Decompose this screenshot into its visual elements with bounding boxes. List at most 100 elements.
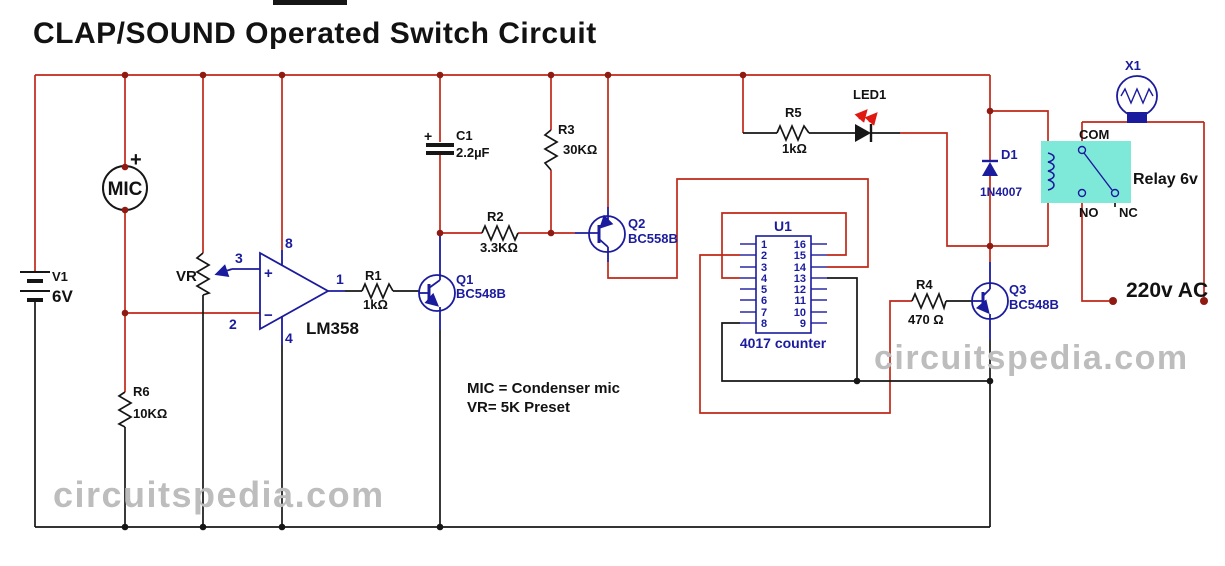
r2-ref: R2 bbox=[487, 209, 504, 224]
svg-text:10: 10 bbox=[794, 307, 806, 319]
ac-label: 220v AC bbox=[1126, 279, 1208, 302]
relay-nc-label: NC bbox=[1119, 205, 1138, 220]
q3-ref: Q3 bbox=[1009, 282, 1026, 297]
u1-pin8-ground-wire bbox=[721, 322, 991, 527]
c1-ref: C1 bbox=[456, 128, 473, 143]
r1-value: 1kΩ bbox=[363, 297, 388, 312]
opamp-pin1: 1 bbox=[336, 271, 344, 287]
u1-pin13-ground-wire bbox=[827, 277, 858, 381]
lamp-ref: X1 bbox=[1125, 58, 1141, 73]
resistor-r5: R5 1kΩ bbox=[776, 105, 810, 156]
battery-v1: V1 6V bbox=[20, 269, 73, 306]
svg-text:9: 9 bbox=[800, 318, 806, 330]
q1-ref: Q1 bbox=[456, 272, 473, 287]
svg-text:14: 14 bbox=[794, 262, 807, 274]
ac-terminal-1 bbox=[1109, 297, 1117, 305]
led1: LED1 bbox=[853, 87, 886, 142]
note-mic: MIC = Condenser mic bbox=[467, 380, 620, 397]
transistor-q2: Q2 BC558B bbox=[575, 207, 678, 262]
relay-no-label: NO bbox=[1079, 205, 1099, 220]
q2-part: BC558B bbox=[628, 231, 678, 246]
r2-value: 3.3KΩ bbox=[480, 240, 518, 255]
q1-part: BC548B bbox=[456, 286, 506, 301]
opamp-lm358: + − 8 4 3 2 1 LM358 bbox=[229, 235, 359, 346]
svg-text:16: 16 bbox=[794, 239, 806, 251]
resistor-r6: R6 10KΩ bbox=[117, 384, 167, 428]
r1-ref: R1 bbox=[365, 268, 382, 283]
notes: MIC = Condenser mic VR= 5K Preset bbox=[467, 380, 620, 416]
led-ray-2 bbox=[864, 112, 878, 126]
d1-ref: D1 bbox=[1001, 147, 1018, 162]
led-ray-1 bbox=[854, 109, 868, 123]
u1-pin-stubs bbox=[740, 243, 827, 324]
svg-text:1: 1 bbox=[761, 239, 767, 251]
battery-ref: V1 bbox=[52, 269, 68, 284]
svg-text:3: 3 bbox=[761, 262, 767, 274]
q3-part: BC548B bbox=[1009, 297, 1059, 312]
u1-pin-numbers: 1 2 3 4 5 6 7 8 16 15 14 13 12 11 10 9 bbox=[761, 239, 807, 330]
u1-ref: U1 bbox=[774, 218, 792, 234]
r5-ref: R5 bbox=[785, 105, 802, 120]
vr-preset: VR bbox=[176, 252, 260, 296]
black-wires bbox=[34, 132, 1116, 528]
relay-blade bbox=[1083, 152, 1113, 191]
d1-part: 1N4007 bbox=[980, 185, 1022, 199]
clock-wire-q2-to-pin14 bbox=[607, 178, 869, 279]
ac-terminal-2 bbox=[1200, 297, 1208, 305]
capacitor-c1: + C1 2.2µF bbox=[424, 128, 490, 160]
c1-value: 2.2µF bbox=[456, 145, 490, 160]
c1-plus: + bbox=[424, 128, 432, 144]
svg-text:12: 12 bbox=[794, 284, 806, 296]
page-title: CLAP/SOUND Operated Switch Circuit bbox=[33, 17, 597, 50]
r3-ref: R3 bbox=[558, 122, 575, 137]
relay-label: Relay 6v bbox=[1133, 171, 1198, 188]
r3-value: 30KΩ bbox=[563, 142, 597, 157]
resistor-r3: R3 30KΩ bbox=[543, 122, 597, 171]
transistor-q3: Q3 BC548B bbox=[971, 262, 1059, 340]
relay-nc-contact bbox=[1110, 188, 1120, 198]
transistor-q1: Q1 BC548B bbox=[418, 233, 506, 330]
relay-com-contact bbox=[1077, 145, 1087, 155]
opamp-pin3: 3 bbox=[235, 250, 243, 266]
lamp-base bbox=[1127, 112, 1147, 123]
watermark-right: circuitspedia.com bbox=[874, 339, 1189, 377]
mic-label: MIC bbox=[108, 179, 143, 200]
diode-d1: D1 1N4007 bbox=[980, 147, 1022, 199]
r5-value: 1kΩ bbox=[782, 141, 807, 156]
mic-plus: + bbox=[130, 149, 142, 171]
resistor-r4: R4 470 Ω bbox=[908, 277, 947, 327]
led1-ref: LED1 bbox=[853, 87, 886, 102]
relay-no-contact bbox=[1077, 188, 1087, 198]
svg-text:4: 4 bbox=[761, 273, 768, 285]
resistor-r1: R1 1kΩ bbox=[361, 268, 394, 312]
opamp-pin4: 4 bbox=[285, 330, 293, 346]
r4-value: 470 Ω bbox=[908, 312, 944, 327]
junction-dots bbox=[121, 71, 1208, 531]
relay-com-label: COM bbox=[1079, 127, 1109, 142]
svg-text:15: 15 bbox=[794, 250, 806, 262]
opamp-pin2: 2 bbox=[229, 316, 237, 332]
svg-text:2: 2 bbox=[761, 250, 767, 262]
svg-text:13: 13 bbox=[794, 273, 806, 285]
vr-wiper-arrow bbox=[214, 264, 233, 277]
led-cathode-wire bbox=[900, 132, 1048, 247]
opamp-minus: − bbox=[264, 307, 273, 324]
svg-text:5: 5 bbox=[761, 284, 767, 296]
opamp-plus: + bbox=[264, 265, 273, 282]
screenshot-artifact-bar bbox=[273, 0, 347, 5]
r6-ref: R6 bbox=[133, 384, 150, 399]
battery-value: 6V bbox=[52, 287, 73, 306]
opamp-pin8: 8 bbox=[285, 235, 293, 251]
lamp-x1: X1 bbox=[1116, 58, 1158, 123]
relay-coil bbox=[1047, 152, 1055, 191]
relay-no-wire bbox=[1081, 196, 1109, 302]
svg-text:11: 11 bbox=[794, 295, 806, 307]
q2-ref: Q2 bbox=[628, 216, 645, 231]
u1-name: 4017 counter bbox=[740, 335, 827, 351]
reset-loop-pin4-to-pin15 bbox=[721, 212, 847, 279]
note-vr: VR= 5K Preset bbox=[467, 399, 570, 416]
watermark-bottom-left: circuitspedia.com bbox=[53, 474, 385, 515]
svg-text:7: 7 bbox=[761, 307, 767, 319]
